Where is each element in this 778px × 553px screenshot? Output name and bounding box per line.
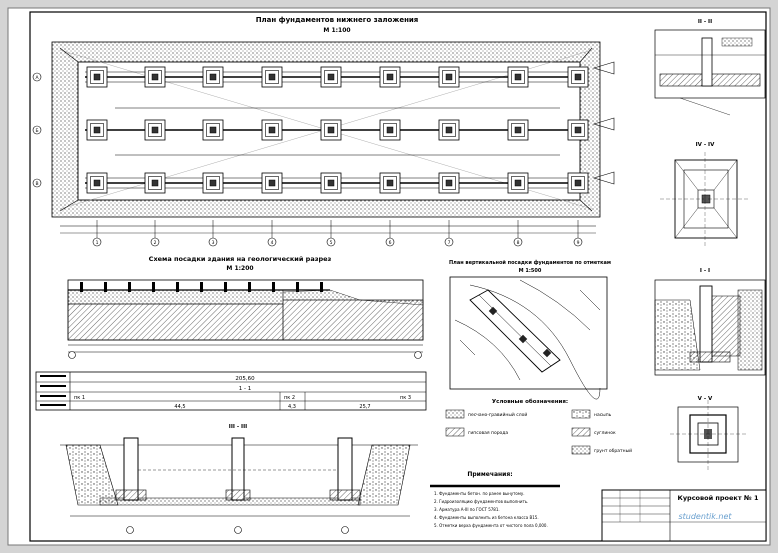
legend-label: гипсовая порода [468,431,508,436]
geo-total: 205,60 [235,376,255,382]
geo-pk: пк 3 [400,395,411,401]
geo-table [35,371,427,411]
axis-label-column: 5 [330,240,333,246]
legend-title: Условные обозначения: [492,398,568,405]
axis-label-row: A [35,75,39,81]
axis-bubble [573,237,583,247]
section-detail-top [654,29,766,116]
axis-bubble-B [32,125,42,135]
geo-scale: М 1:200 [226,265,253,272]
geo-pk: пк 1 [74,395,85,401]
axis-bubble [513,237,523,247]
axis-bubble [326,237,336,247]
geo-title: Схема посадки здания на геологический ра… [149,255,332,263]
axis-bubble-V [32,178,42,188]
legend-swatch [445,409,465,419]
axis-bubble [341,526,349,534]
footing-plan-detail [660,152,750,246]
axis-bubble-A [32,72,42,82]
axis-bubble [385,237,395,247]
axis-label-row: Б [35,128,38,134]
axis-bubble [267,237,277,247]
plan-title: План фундаментов нижнего заложения [256,16,419,24]
stamp-title: Курсовой проект № 1 [678,494,759,502]
site-scale: М 1:500 [519,268,542,274]
axis-bubble [414,351,422,359]
watermark: studentik.net [678,512,732,521]
section-title: III - III [229,424,247,430]
section-title: II - II [698,19,712,25]
axis-bubble [150,237,160,247]
note-line: 5. Отметки верха фундамента от чистого п… [434,523,548,528]
axis-bubble [92,237,102,247]
axis-label-column: 1 [96,240,99,246]
axis-bubble [444,237,454,247]
axis-label-column: 3 [212,240,215,246]
axis-label-column: 8 [517,240,520,246]
site-plan [449,276,608,400]
note-line: 2. Гидроизоляцию фундаментов выполнить. [434,499,528,504]
legend-label: насыпь [594,413,612,418]
note-line: 4. Фундаменты выполнить из бетона класса… [434,515,539,520]
axis-bubble [126,526,134,534]
axis-bubble [234,526,242,534]
section-iii [60,437,418,517]
section-title: V - V [698,396,713,402]
title-block [601,489,767,542]
axis-label-row: В [35,181,38,187]
axis-label-column: 2 [154,240,157,246]
legend-swatch [571,427,591,437]
legend [445,409,591,455]
axis-bubble [68,351,76,359]
axis-label-column: 4 [271,240,274,246]
axis-label-column: 6 [389,240,392,246]
geological-section [67,279,424,341]
legend-swatch [571,409,591,419]
axis-bubble [208,237,218,247]
geo-distance: 4,3 [288,404,296,410]
legend-label: суглинок [594,431,616,436]
legend-swatch [571,445,591,455]
axis-label-column: 7 [448,240,451,246]
geo-pk: пк 2 [284,395,295,401]
site-title: План вертикальной посадки фундаментов по… [449,259,611,266]
geo-distance: 25,7 [359,404,370,410]
axis-label-column: 9 [577,240,580,246]
plan-scale: М 1:100 [323,27,350,34]
section-title: I - I [700,268,710,274]
geo-distance: 44,5 [174,404,185,410]
note-line: 1. Фундаменты бетон. по ранее вынутому. [434,491,525,496]
legend-label: песчано-гравийный слой [468,411,527,418]
section-detail-i [654,279,766,376]
notes-title: Примечания: [467,471,512,478]
legend-swatch [445,427,465,437]
section-title: IV - IV [696,142,715,148]
geo-section-label: 1 - 1 [239,386,251,392]
note-line: 3. Арматура А-III по ГОСТ 5781. [434,507,500,512]
legend-label: грунт обратный [594,447,632,454]
foundation-plan [51,41,601,218]
section-detail-v [670,400,746,470]
drawing-frame [29,11,767,542]
